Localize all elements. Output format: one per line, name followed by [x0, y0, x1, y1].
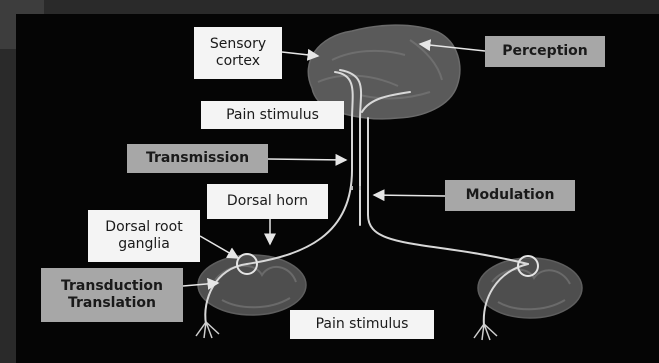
- dorsal-root-ganglia-label: Dorsal root ganglia: [88, 210, 200, 262]
- pain-stimulus-top-label: Pain stimulus: [201, 101, 344, 129]
- perception-label: Perception: [485, 36, 605, 67]
- transduction-translation-label: Transduction Translation: [41, 268, 183, 322]
- transmission-arrow: [268, 159, 346, 160]
- right-receptor: [474, 324, 497, 340]
- cord-ticks: [352, 186, 360, 190]
- dorsal-root-ganglia-arrow: [200, 236, 238, 258]
- pain-stimulus-bottom-label: Pain stimulus: [290, 310, 434, 339]
- transmission-label: Transmission: [127, 144, 268, 173]
- modulation-arrow: [374, 195, 445, 196]
- modulation-label: Modulation: [445, 180, 575, 211]
- sensory-cortex-label: Sensory cortex: [194, 27, 282, 79]
- left-receptor: [196, 322, 219, 338]
- dorsal-horn-label: Dorsal horn: [207, 184, 328, 219]
